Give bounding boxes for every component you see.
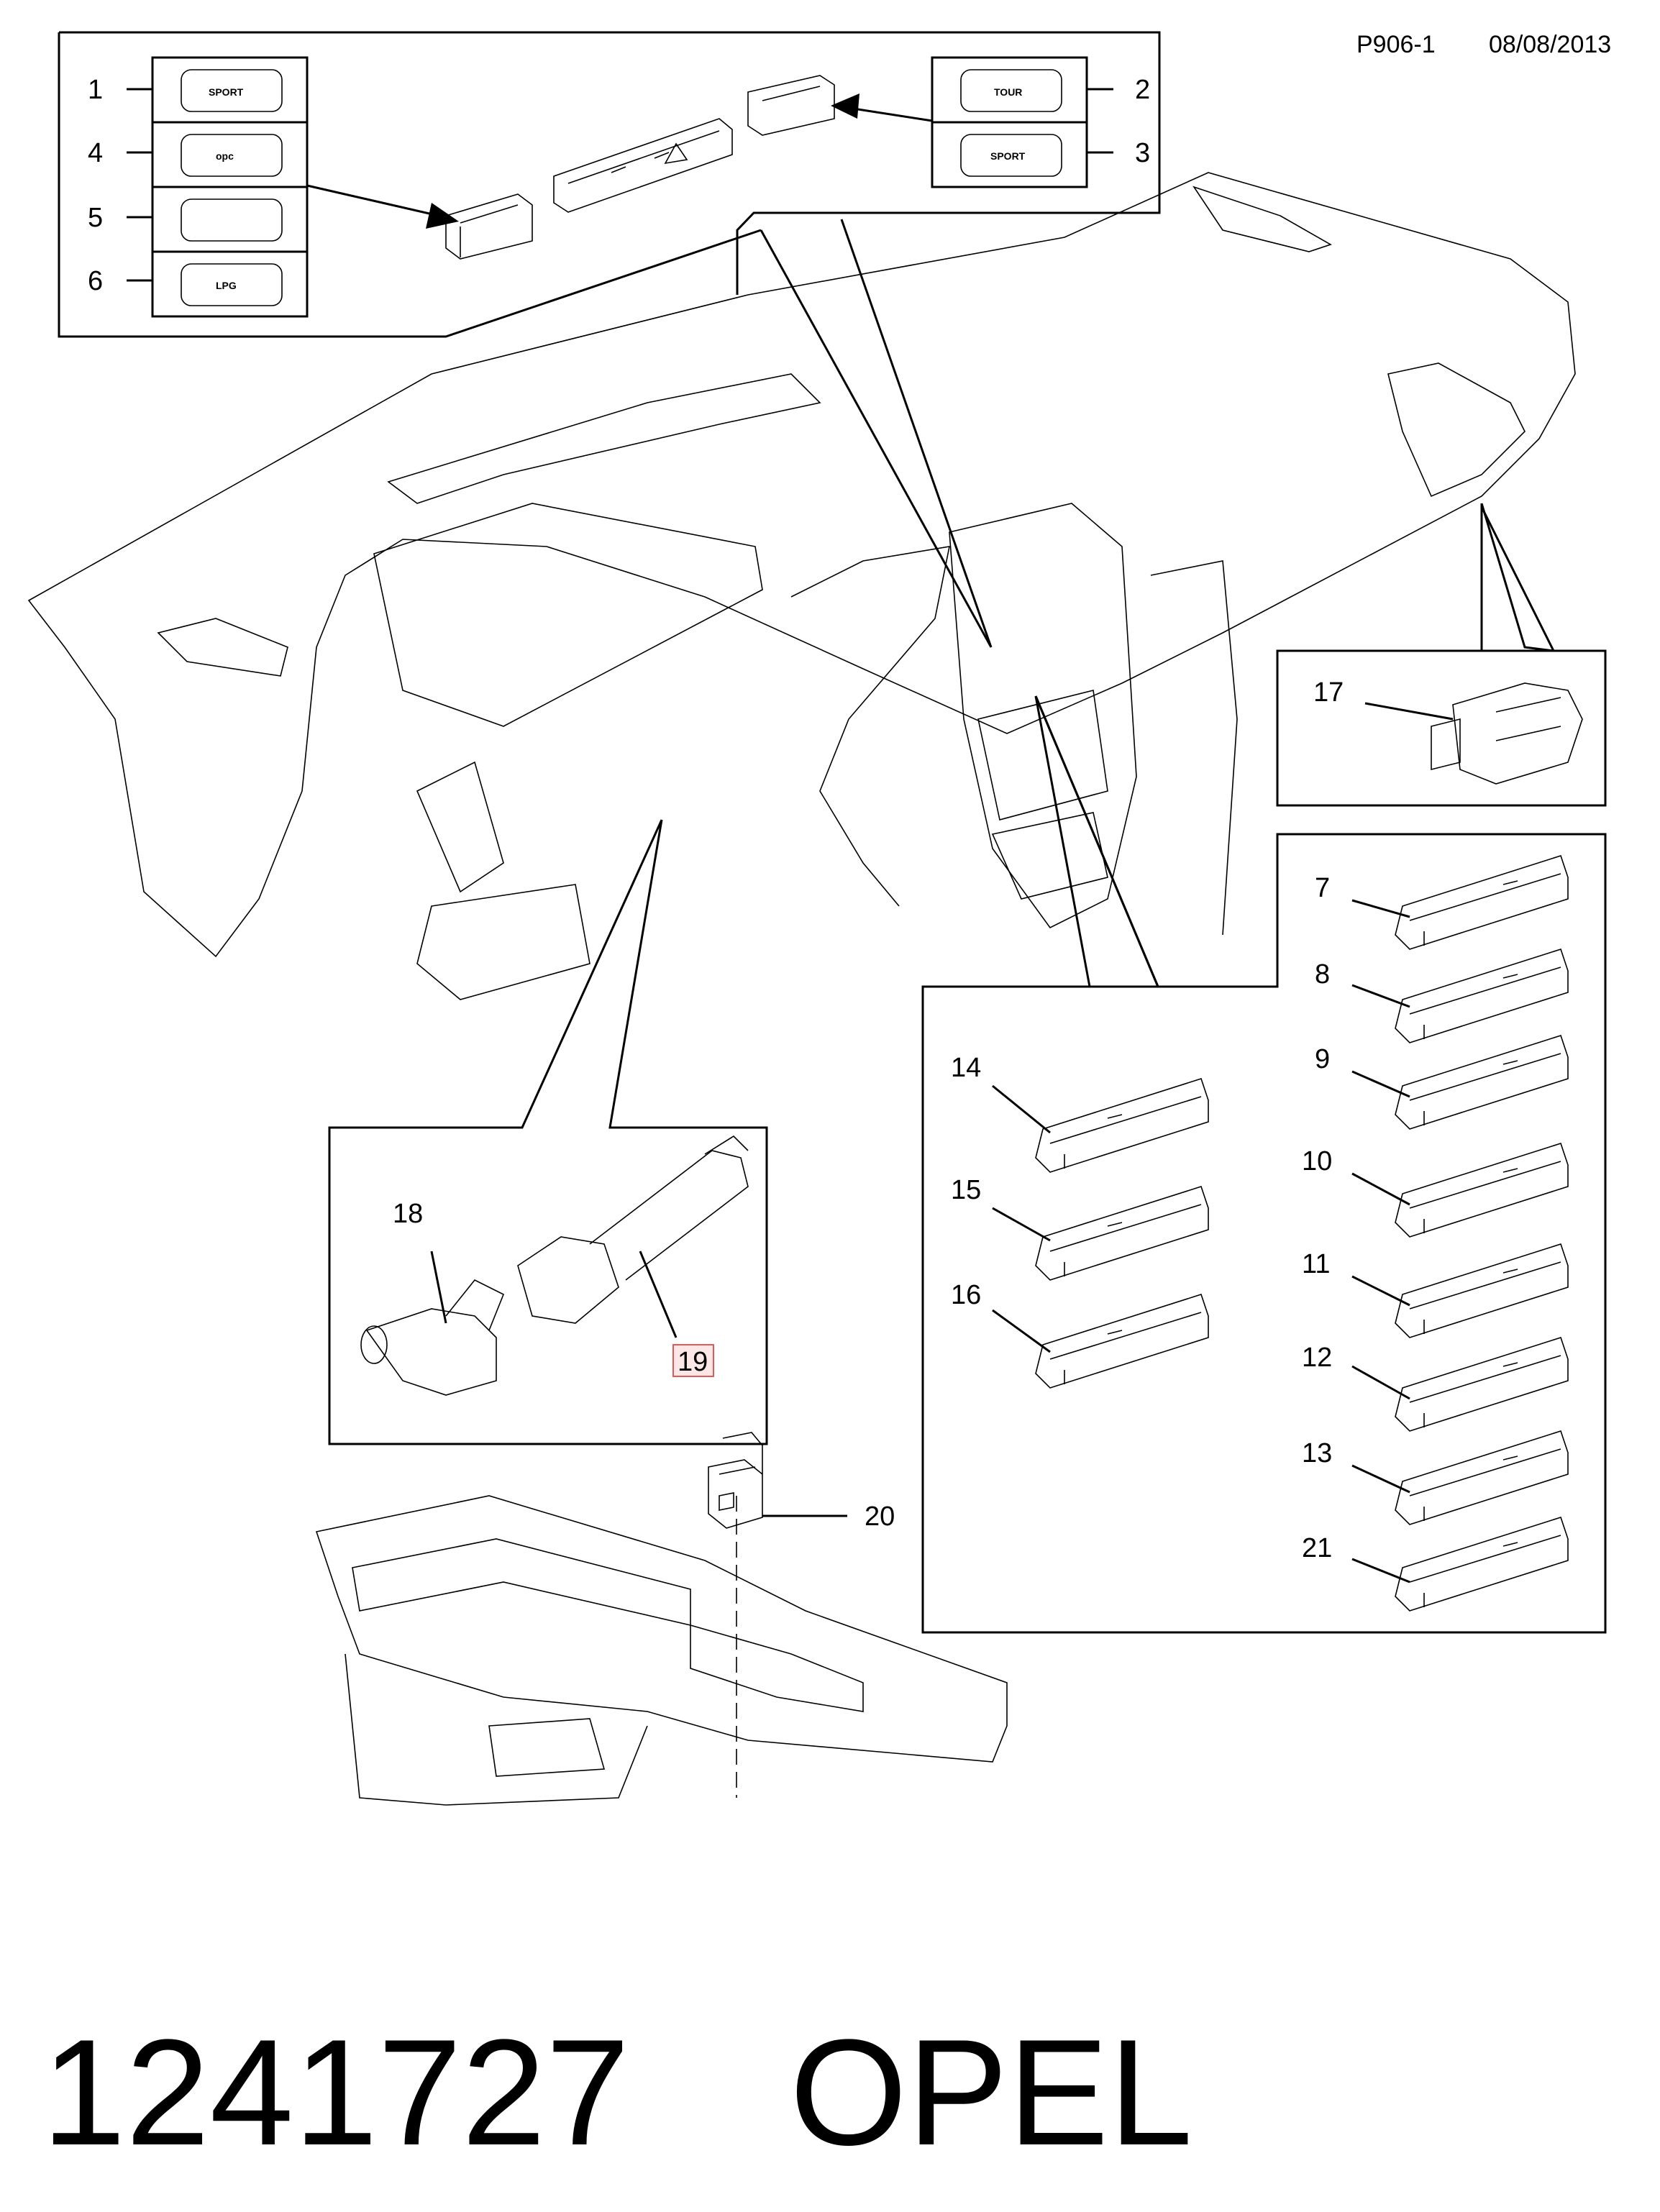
part-20-switch	[708, 1432, 763, 1529]
diagram-date: 08/08/2013	[1489, 31, 1611, 58]
callout-2: 2	[1135, 75, 1150, 105]
callout-5: 5	[88, 203, 103, 233]
steering-switch-box: 18 19	[328, 819, 768, 1445]
callout-4: 4	[88, 138, 103, 168]
callout-12: 12	[1302, 1343, 1332, 1373]
footer-brand: OPEL	[790, 2008, 1192, 2177]
switch-module-small	[445, 193, 533, 260]
button-label-sport: SPORT	[209, 86, 244, 98]
callout-1: 1	[88, 75, 103, 105]
callout-11: 11	[1302, 1249, 1330, 1279]
part-19-stalk	[517, 1135, 749, 1324]
switch-variants-panel: 7 8 9 10 11 12 13 21 14 15 16	[921, 695, 1607, 1634]
diagram-reference: P906-1	[1356, 31, 1436, 58]
callout-14: 14	[951, 1053, 981, 1083]
callout-10: 10	[1302, 1146, 1332, 1176]
button-label-opc: opc	[216, 150, 234, 162]
switch-column-right	[1395, 854, 1569, 1612]
switch-module-right	[747, 75, 835, 136]
callout-15: 15	[951, 1175, 981, 1205]
callout-3: 3	[1135, 138, 1150, 168]
callout-13: 13	[1302, 1438, 1332, 1468]
callout-20: 20	[865, 1502, 895, 1532]
center-console-drawing	[315, 1495, 1008, 1806]
callout-6: 6	[88, 266, 103, 296]
button-stack-left: SPORT opc LPG	[151, 56, 309, 318]
callout-8: 8	[1315, 959, 1330, 990]
callout-16: 16	[951, 1280, 981, 1310]
callout-9: 9	[1315, 1044, 1330, 1074]
button-stack-right: TOUR SPORT	[931, 56, 1088, 188]
button-label-sport-2: SPORT	[990, 150, 1026, 162]
part-17-box: 17	[1276, 503, 1607, 807]
hazard-switch-module	[553, 118, 733, 213]
callout-7: 7	[1315, 873, 1330, 903]
callout-19: 19	[678, 1347, 708, 1377]
callout-18: 18	[393, 1199, 423, 1229]
button-label-tour: TOUR	[994, 86, 1022, 98]
button-label-lpg: LPG	[216, 280, 237, 291]
switch-column-left	[1035, 1077, 1209, 1389]
footer-part-number: 1241727	[42, 2008, 630, 2177]
top-left-switch-panel: SPORT opc LPG 1 4 5 6	[58, 31, 1161, 338]
instrument-panel-drawing	[27, 172, 1576, 1000]
callout-17: 17	[1313, 677, 1344, 708]
part-17-switch	[1431, 682, 1583, 785]
callout-19-highlight	[672, 1344, 714, 1377]
part-18-switch	[360, 1279, 505, 1396]
callout-21: 21	[1302, 1533, 1332, 1563]
